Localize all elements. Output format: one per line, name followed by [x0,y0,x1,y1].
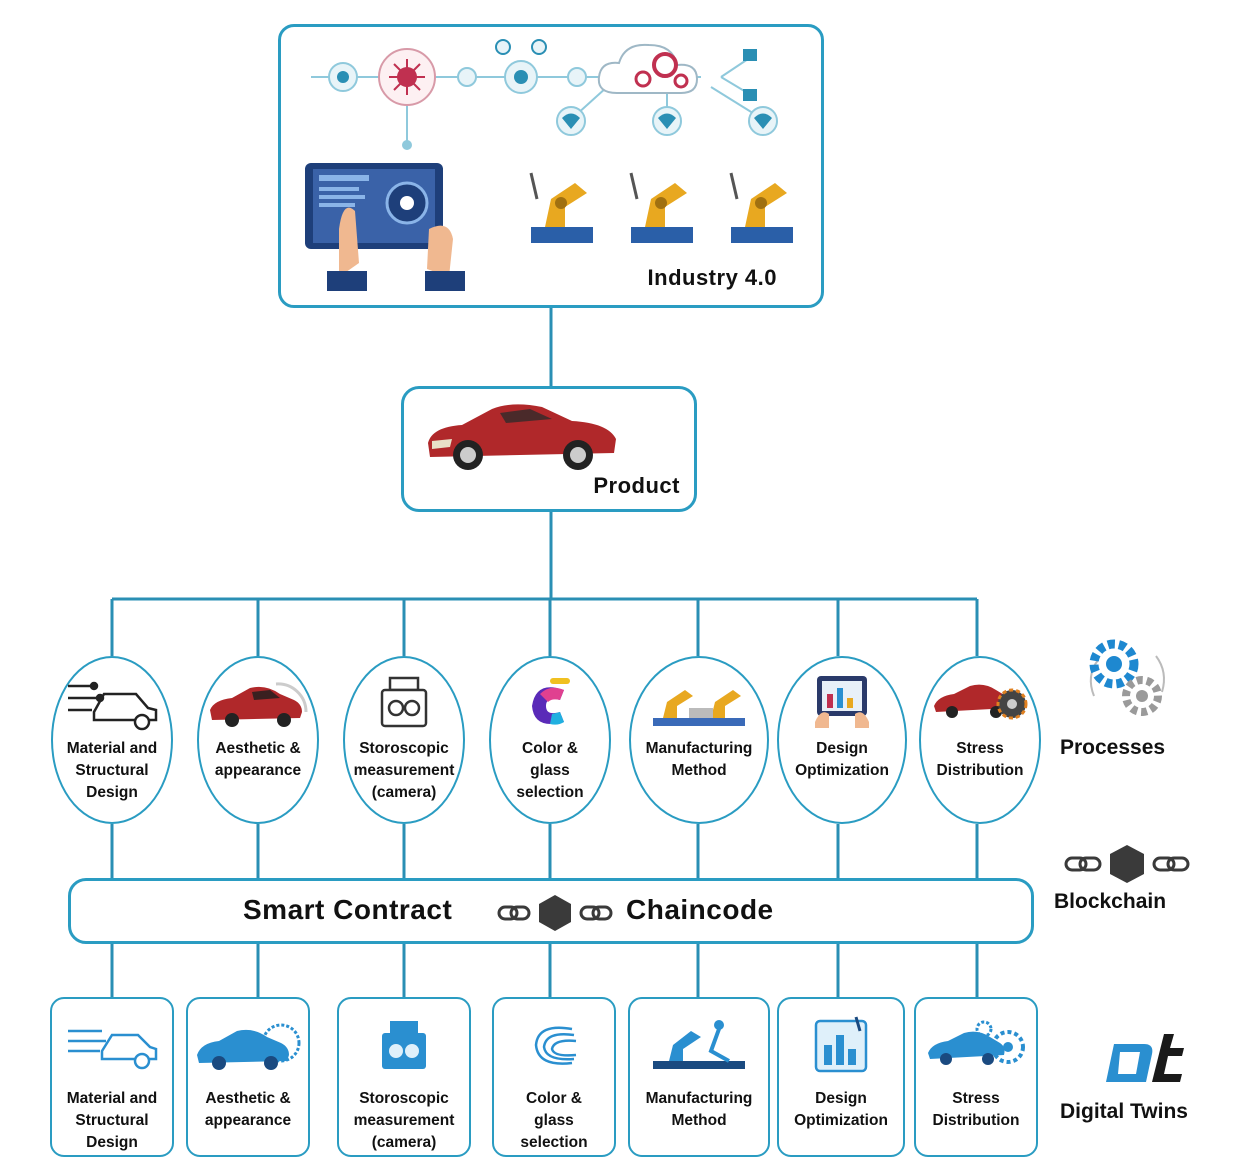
network-hub-icon [378,48,436,106]
blockchain-legend-label: Blockchain [1054,890,1167,913]
process-aesthetic-appearance: Aesthetic & appearance [197,656,319,824]
twin-design-optimization: Design Optimization [777,997,905,1157]
process-label: Manufacturing Method [645,740,753,779]
smart-contract-label: Smart Contract [243,894,453,925]
color-glass-icon [532,678,570,725]
blockchain-legend-icon [1064,845,1190,883]
twin-label: Design Optimization [794,1090,888,1129]
twin-stereoscopic-measurement: Storoscopic measurement (camera) [337,997,471,1157]
car-gear-icon [934,684,1028,720]
robot-arm-twin-icon [653,1020,745,1069]
twin-label: Material and Structural Design [66,1090,158,1151]
glass-layers-twin-icon [534,1026,577,1065]
process-material-structural-design: Material and Structural Design [51,656,173,824]
product-box: Product [401,386,697,512]
car-speedometer-twin-icon [197,1023,301,1070]
twin-label: Aesthetic & appearance [204,1090,292,1129]
twin-label: Manufacturing Method [645,1090,753,1129]
process-stereoscopic-measurement: Storoscopic measurement (camera) [343,656,465,824]
process-design-optimization: Design Optimization [777,656,907,824]
cloud-gears-icon [597,43,699,94]
twin-material-structural-design: Material and Structural Design [50,997,174,1157]
chain-link-icon [497,895,613,931]
process-label: Storoscopic measurement (camera) [353,740,455,801]
industry-4-0-box: Industry 4.0 [278,24,824,308]
twin-manufacturing-method: Manufacturing Method [628,997,770,1157]
twin-color-glass-selection: Color & glass selection [492,997,616,1157]
gears-legend-icon [1089,639,1165,716]
twin-stress-distribution: Stress Distribution [914,997,1038,1157]
twin-label: Color & glass selection [520,1090,588,1151]
process-label: Material and Structural Design [66,740,158,801]
twin-label: Storoscopic measurement (camera) [353,1090,455,1151]
industrial-robots-illustration [529,172,793,243]
iot-network-illustration [311,39,778,150]
process-manufacturing-method: Manufacturing Method [629,656,769,824]
robot-arm-icon [653,690,745,726]
digital-twins-logo-text: DT [1145,1089,1147,1091]
wifi-icon [556,106,778,136]
car-gear-twin-icon [928,1020,1025,1065]
process-label: Color & glass selection [516,740,584,801]
processes-legend-label: Processes [1060,736,1166,759]
car-circuit-twin-icon [68,1029,158,1070]
process-stress-distribution: Stress Distribution [919,656,1041,824]
design-twin-icon [814,1016,868,1073]
digital-twins-legend-label: Digital Twins [1060,1100,1188,1123]
twin-aesthetic-appearance: Aesthetic & appearance [186,997,310,1157]
process-label: Stress Distribution [936,740,1024,779]
stereo-camera-icon [380,676,428,728]
chaincode-label: Chaincode [626,894,774,925]
sensor-cluster-icon [495,39,547,94]
twin-label: Stress Distribution [932,1090,1020,1129]
smart-contract-bar: Smart Contract Chaincode [68,878,1034,944]
tablet-optimization-icon [815,676,869,728]
iot-node-icon [328,62,358,92]
product-caption: Product [593,473,680,498]
process-label: Design Optimization [795,740,889,779]
red-car-illustration [428,404,616,470]
red-car-speedometer-icon [210,682,308,727]
digital-twins-logo-icon: DT [1106,1034,1184,1091]
tablet-hands-illustration [305,163,465,291]
process-color-glass-selection: Color & glass selection [489,656,611,824]
stereo-camera-twin-icon [382,1021,426,1069]
car-circuit-icon [68,681,158,731]
industry-4-0-caption: Industry 4.0 [647,265,777,290]
process-label: Aesthetic & appearance [214,740,302,779]
